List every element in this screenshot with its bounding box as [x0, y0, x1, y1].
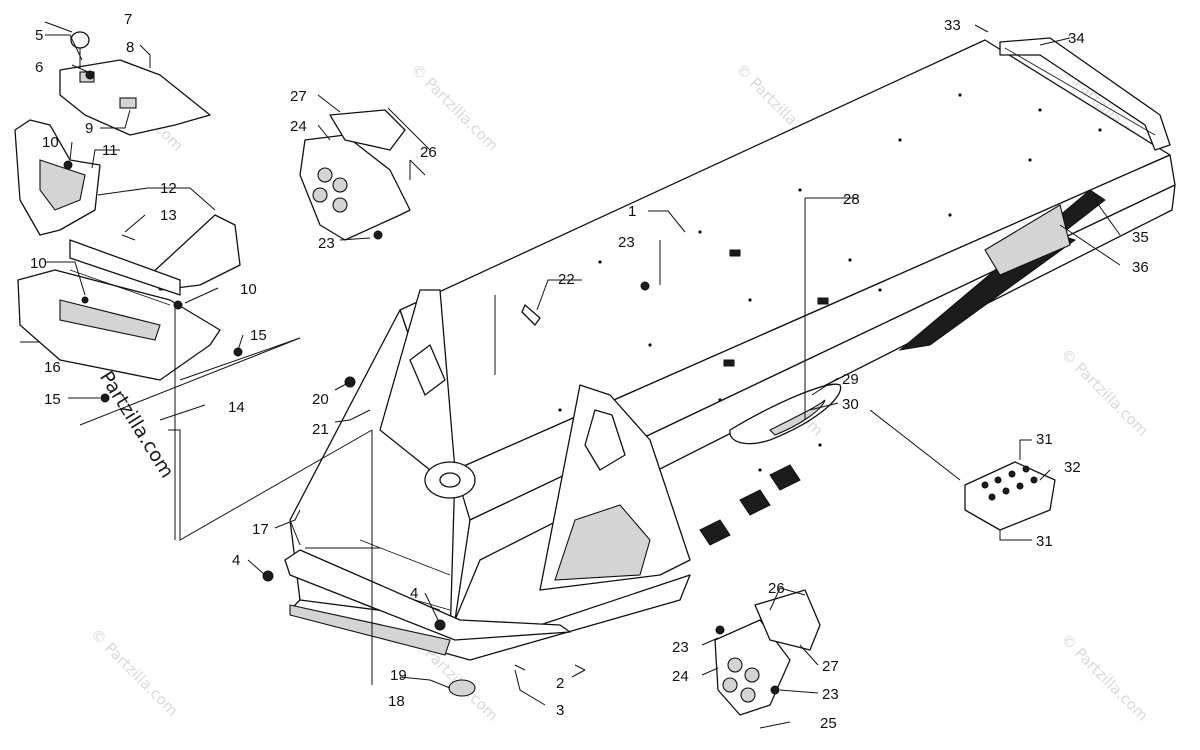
callout-26: 26 [768, 580, 785, 597]
callout-11: 11 [102, 142, 118, 159]
callout-15: 15 [250, 327, 267, 344]
callout-8: 8 [126, 39, 134, 56]
callout-24: 24 [290, 118, 307, 135]
callout-17: 17 [252, 521, 269, 538]
callout-15: 15 [44, 391, 61, 408]
callout-23: 23 [618, 234, 635, 251]
callout-23: 23 [672, 639, 689, 656]
callout-4: 4 [410, 585, 418, 602]
watermark: © Partzilla.com [407, 60, 502, 155]
callout-labels: 1 2 3 4 4 5 6 7 8 9 10 10 10 11 12 13 14… [30, 11, 1149, 732]
callout-10: 10 [240, 281, 257, 298]
callout-23: 23 [822, 686, 839, 703]
callout-24: 24 [672, 668, 689, 685]
callout-33: 33 [944, 17, 961, 34]
callout-10: 10 [30, 255, 47, 272]
callout-35: 35 [1132, 229, 1149, 246]
callout-9: 9 [85, 120, 93, 137]
callout-32: 32 [1064, 459, 1081, 476]
callout-2: 2 [556, 675, 564, 692]
callout-21: 21 [312, 421, 329, 438]
callout-19: 19 [390, 667, 407, 684]
callout-10: 10 [42, 134, 59, 151]
callout-31: 31 [1036, 431, 1053, 448]
callout-13: 13 [160, 207, 177, 224]
callout-3: 3 [556, 702, 564, 719]
chassis-tunnel [284, 39, 1176, 661]
rear-bumper-bar [999, 37, 1171, 151]
callout-31: 31 [1036, 533, 1053, 550]
callout-23: 23 [318, 235, 335, 252]
callout-20: 20 [312, 391, 329, 408]
watermark: © Partzilla.com [1057, 345, 1152, 440]
callout-16: 16 [44, 359, 61, 376]
callout-4: 4 [232, 552, 240, 569]
callout-1: 1 [628, 203, 636, 220]
nose-assembly [14, 31, 241, 381]
callout-28: 28 [843, 191, 860, 208]
callout-5: 5 [35, 27, 43, 44]
callout-27: 27 [822, 658, 839, 675]
callout-30: 30 [842, 396, 859, 413]
callout-26: 26 [420, 144, 437, 161]
callout-18: 18 [388, 693, 405, 710]
callout-6: 6 [35, 59, 43, 76]
callout-34: 34 [1068, 30, 1085, 47]
callout-25: 25 [820, 715, 837, 732]
callout-14: 14 [228, 399, 245, 416]
callout-7: 7 [124, 11, 132, 28]
callout-22: 22 [558, 271, 575, 288]
callout-12: 12 [160, 180, 177, 197]
leader-lines [20, 21, 1121, 729]
callout-29: 29 [842, 371, 859, 388]
watermark: © Partzilla.com [1057, 630, 1152, 725]
callout-27: 27 [290, 88, 307, 105]
watermark: © Partzilla.com [87, 625, 182, 720]
callout-36: 36 [1132, 259, 1149, 276]
